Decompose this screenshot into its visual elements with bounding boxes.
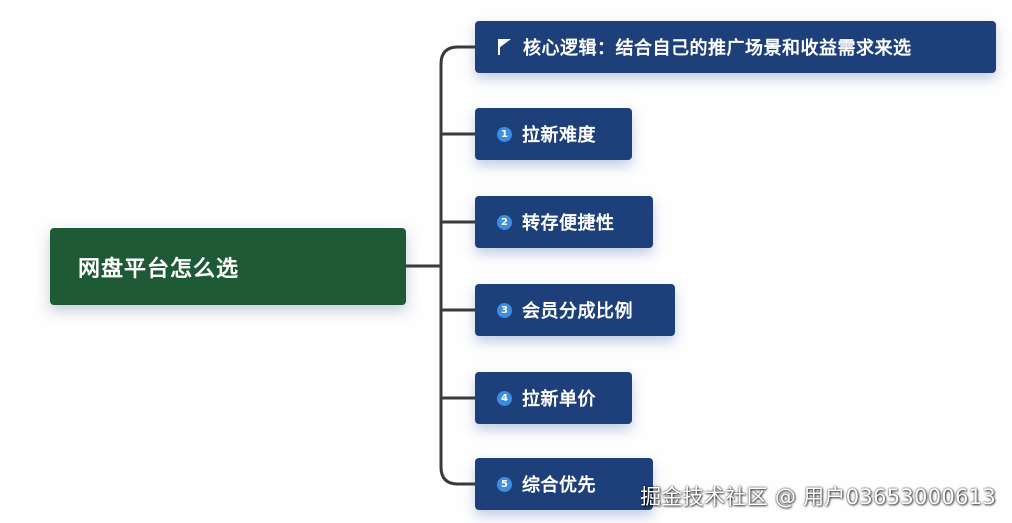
number-badge-icon: 2	[497, 214, 512, 230]
branch-label: 拉新单价	[522, 389, 596, 410]
spine-line	[439, 45, 459, 486]
flag-icon	[498, 39, 511, 55]
branch-item-3[interactable]: 3 会员分成比例	[475, 284, 675, 336]
branch-item-1[interactable]: 1 拉新难度	[475, 108, 632, 160]
branch-label: 会员分成比例	[522, 301, 633, 322]
number-badge-icon: 3	[497, 302, 512, 318]
watermark-text: 掘金技术社区 @ 用户03653000613	[640, 485, 996, 509]
branch-item-2[interactable]: 2 转存便捷性	[475, 196, 653, 248]
number-badge-icon: 1	[497, 126, 512, 142]
number-badge-icon: 4	[497, 390, 512, 406]
root-node[interactable]: 网盘平台怎么选	[50, 228, 406, 305]
branch-core-logic[interactable]: 核心逻辑：结合自己的推广场景和收益需求来选	[475, 21, 996, 73]
number-badge-icon: 5	[497, 476, 512, 492]
root-label: 网盘平台怎么选	[78, 256, 240, 282]
branch-label: 核心逻辑：结合自己的推广场景和收益需求来选	[523, 38, 912, 59]
branch-item-5[interactable]: 5 综合优先	[475, 458, 653, 510]
branch-item-4[interactable]: 4 拉新单价	[475, 372, 632, 424]
branch-label: 拉新难度	[522, 125, 596, 146]
branch-label: 转存便捷性	[522, 213, 615, 234]
branch-label: 综合优先	[522, 475, 596, 496]
